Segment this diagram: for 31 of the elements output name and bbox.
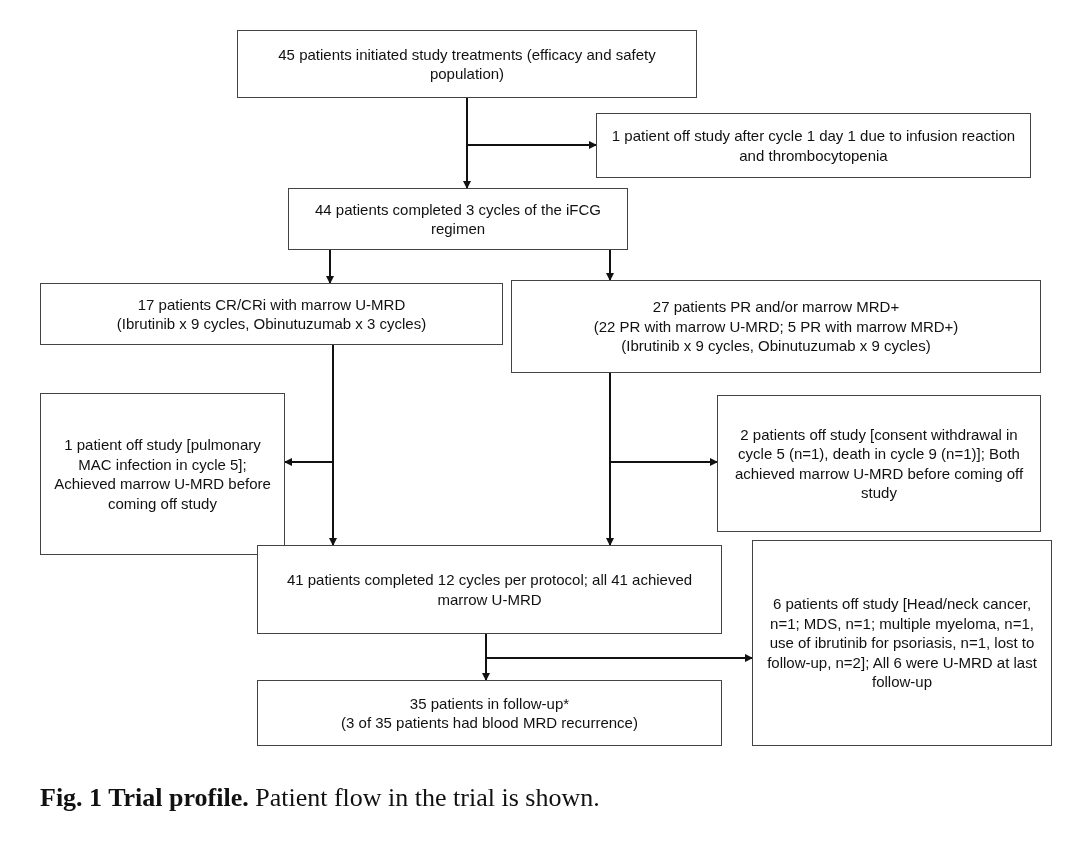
process-box [717,395,1041,532]
process-box [288,188,628,250]
figure-caption: Fig. 1 Trial profile. Patient flow in the trial is shown. [40,782,600,814]
process-box [40,283,503,345]
process-box [752,540,1052,746]
box-text: 6 patients off study [Head/neck cancer, n=1; MDS, n=1; multiple myeloma, n=1, use of ibrutinib for psoriasis, n=1, lost to follow-up, n=2]; All 6 were U-MRD at last follow-up [766,594,1038,692]
box-text: (22 PR with marrow U-MRD; 5 PR with marrow MRD+) [593,316,959,337]
process-box [596,113,1031,178]
box-text: (Ibrutinib x 9 cycles, Obinutuzumab x 9 cycles) [621,336,931,356]
process-box [40,393,285,555]
arrow [466,97,597,149]
box-text: 45 patients initiated study treatments (efficacy and safety population) [277,44,657,84]
arrow [329,344,337,546]
box-text: 2 patients off study [consent withdrawal in cycle 5 (n=1), death in cycle 9 (n=1)]; Both achieved marrow U-MRD before coming off study [733,424,1025,503]
process-box [257,680,722,746]
box-text: (Ibrutinib x 9 cycles, Obinutuzumab x 3 cycles) [116,314,427,334]
process-box [237,30,697,98]
arrow [606,249,614,281]
box-text: (3 of 35 patients had blood MRD recurrence) [341,713,638,733]
process-box [511,280,1041,373]
box-text: 41 patients completed 12 cycles per protocol; all 41 achieved marrow U-MRD [285,570,694,609]
box-text: 35 patients in follow-up* [409,693,570,713]
arrow [482,633,490,681]
box-text: 17 patients CR/CRi with marrow U-MRD [137,294,406,314]
arrow [606,372,614,546]
process-box [257,545,722,634]
arrow [326,249,334,284]
box-text: 44 patients completed 3 cycles of the iFCG regimen [314,199,602,239]
box-text: 1 patient off study [pulmonary MAC infection in cycle 5]; Achieved marrow U-MRD before coming off study [53,435,272,513]
box-text: 27 patients PR and/or marrow MRD+ [652,297,900,317]
box-text: 1 patient off study after cycle 1 day 1 due to infusion reaction and thrombocytopenia [610,126,1017,165]
